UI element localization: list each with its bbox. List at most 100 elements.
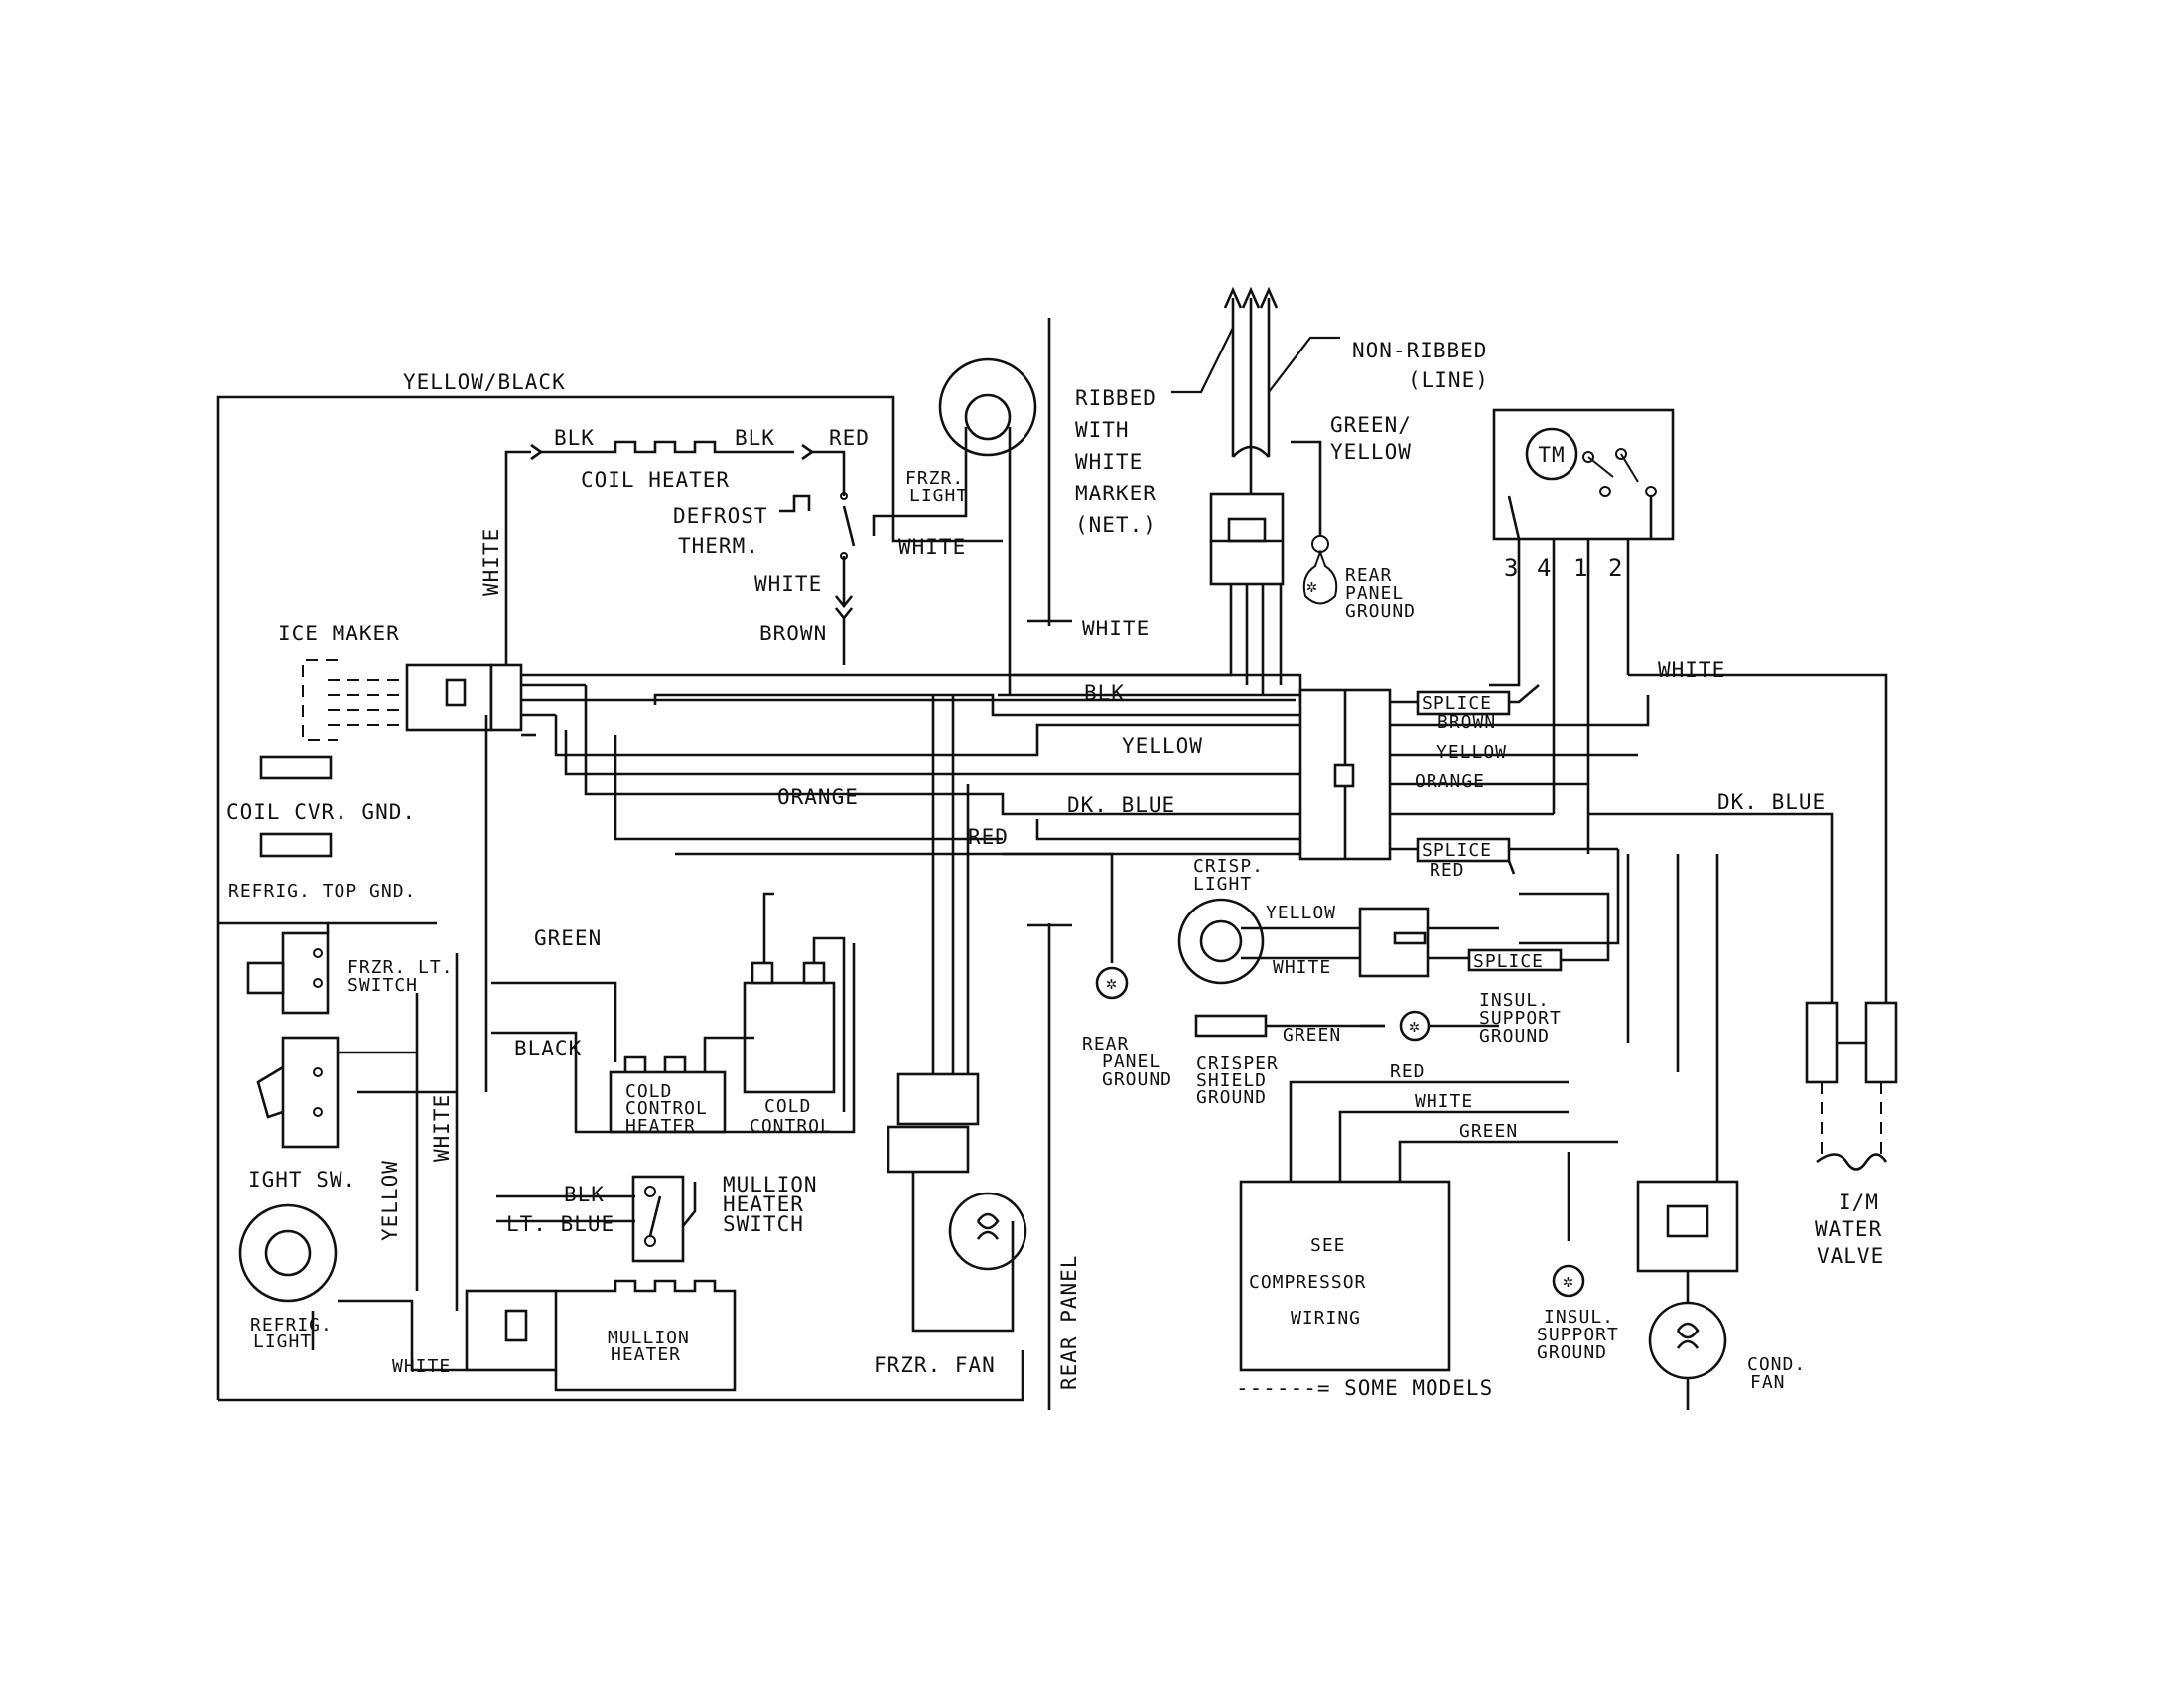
ice-maker — [302, 659, 523, 741]
plug-block — [1013, 440, 1329, 695]
light-switches — [246, 931, 340, 1149]
centre-connector — [1298, 688, 1392, 861]
label-mullion-heater-switch-2: HEATER — [723, 1193, 804, 1216]
refrigerator-light — [238, 1203, 338, 1303]
freezer-fan — [887, 695, 1027, 1333]
label-insul-support-ground-b-3: GROUND — [1537, 1342, 1607, 1363]
label-therm: THERM. — [678, 534, 759, 558]
label-green-top: GREEN — [534, 926, 602, 950]
label-term-2: 2 — [1608, 554, 1623, 582]
label-cold-control-heater-1: COLD — [625, 1081, 672, 1102]
label-non-ribbed-2: (LINE) — [1408, 368, 1489, 392]
label-crisper-shield-ground-2: SHIELD — [1196, 1070, 1267, 1091]
insul-ground-bottom: ✲ — [1552, 1152, 1585, 1298]
label-lt-blue: LT. BLUE — [506, 1212, 614, 1236]
label-mullion-heater-1: MULLION — [608, 1328, 690, 1348]
label-im-water-valve-2: WATER — [1815, 1217, 1882, 1241]
label-yellow-right: YELLOW — [1436, 742, 1507, 763]
freezer-light — [872, 357, 1037, 695]
label-red-mid: RED — [968, 825, 1009, 849]
condenser-fan — [1636, 1180, 1739, 1410]
label-orange-mid: ORANGE — [777, 785, 859, 809]
label-crisper-shield-ground-1: CRISPER — [1196, 1053, 1279, 1074]
label-see-compressor-1: SEE — [1310, 1235, 1346, 1256]
line-cord — [1171, 286, 1340, 496]
label-frzr-fan: FRZR. FAN — [874, 1353, 996, 1377]
outer-frame-wires — [216, 395, 1024, 1402]
label-splice-mid: SPLICE — [1422, 840, 1492, 861]
crisper-ground: ✲ — [1194, 1010, 1499, 1042]
label-cond-fan-1: COND. — [1747, 1354, 1806, 1375]
label-tm: TM — [1538, 443, 1565, 467]
label-white-comp: WHITE — [1415, 1091, 1473, 1112]
label-cold-control-heater-3: HEATER — [625, 1116, 696, 1137]
label-refrig-top-gnd: REFRIG. TOP GND. — [228, 881, 416, 902]
label-coil-heater: COIL HEATER — [581, 468, 730, 491]
label-mullion-heater-switch-3: SWITCH — [723, 1212, 804, 1236]
label-rear-panel: REAR PANEL — [1057, 1255, 1081, 1390]
label-some-models: ------= SOME MODELS — [1236, 1376, 1493, 1400]
label-rear-panel-ground-mid-1: REAR — [1082, 1034, 1129, 1054]
label-see-compressor-3: WIRING — [1291, 1308, 1361, 1329]
label-dk-blue-mid: DK. BLUE — [1067, 793, 1175, 817]
label-green-crisper: GREEN — [1283, 1025, 1341, 1046]
label-cold-control-1: COLD — [764, 1096, 811, 1117]
label-ribbed-1: RIBBED — [1075, 386, 1157, 410]
label-crisp-light-1: CRISP. — [1193, 856, 1264, 877]
label-ribbed-4: MARKER — [1075, 482, 1157, 505]
label-im-water-valve-1: I/M — [1839, 1191, 1879, 1214]
label-white-vertical: WHITE — [479, 528, 503, 596]
label-white-therm: WHITE — [754, 572, 822, 596]
label-white-left-vertical: WHITE — [430, 1094, 454, 1162]
label-cond-fan-2: FAN — [1750, 1372, 1786, 1393]
crisper-light — [1177, 892, 1610, 985]
coil-heater-circuit — [504, 440, 856, 665]
im-water-valve — [1805, 1001, 1898, 1171]
label-rear-panel-ground-mid-2: PANEL — [1102, 1052, 1160, 1072]
label-green-comp: GREEN — [1459, 1121, 1518, 1142]
label-insul-support-ground-2: SUPPORT — [1479, 1008, 1562, 1029]
label-rear-panel-ground-mid-3: GROUND — [1102, 1069, 1172, 1090]
labels: YELLOW/BLACK BLK BLK RED COIL HEATER DEF… — [226, 339, 1884, 1400]
label-frzr-light-1: FRZR. — [905, 468, 964, 489]
label-orange-right: ORANGE — [1415, 772, 1485, 792]
label-yellow-mid: YELLOW — [1122, 734, 1203, 758]
label-cold-control-2: CONTROL — [750, 1116, 832, 1137]
label-frzr-light-2: LIGHT — [909, 486, 968, 506]
label-coil-cvr-gnd: COIL CVR. GND. — [226, 800, 416, 824]
left-vertical-wires — [311, 715, 856, 1372]
ground-star-icon: ✲ — [1563, 1271, 1574, 1292]
label-term-4: 4 — [1537, 554, 1552, 582]
right-splice-wires — [1390, 673, 1888, 1192]
label-crisp-light-2: LIGHT — [1193, 874, 1252, 895]
label-term-1: 1 — [1573, 554, 1588, 582]
label-defrost: DEFROST — [673, 504, 768, 528]
label-frzr-lt-switch-2: SWITCH — [347, 975, 418, 996]
label-insul-support-ground-b-1: INSUL. — [1544, 1307, 1614, 1328]
label-blk-left: BLK — [554, 426, 595, 450]
label-insul-support-ground-b-2: SUPPORT — [1537, 1325, 1619, 1345]
label-dk-blue-right: DK. BLUE — [1717, 790, 1826, 814]
ground-star-icon: ✲ — [1409, 1016, 1421, 1037]
label-yellow-black: YELLOW/BLACK — [403, 370, 566, 394]
rear-panel-ground-top: ✲ — [1302, 549, 1338, 605]
label-rear-panel-ground-top-2: PANEL — [1345, 583, 1404, 604]
label-green-yellow-1: GREEN/ — [1330, 413, 1412, 437]
label-green-yellow-2: YELLOW — [1330, 440, 1412, 464]
label-insul-support-ground-1: INSUL. — [1479, 990, 1550, 1011]
label-blk-mullion: BLK — [564, 1183, 605, 1206]
label-refrig-light-1: REFRIG. — [250, 1315, 333, 1335]
defrost-timer — [1489, 408, 1675, 715]
label-white-frzr: WHITE — [898, 535, 966, 559]
label-red-top: RED — [829, 426, 870, 450]
label-mullion-heater-2: HEATER — [611, 1344, 681, 1365]
label-frzr-lt-switch-1: FRZR. LT. — [347, 957, 454, 978]
label-mullion-heater-switch-1: MULLION — [723, 1173, 818, 1196]
label-rear-panel-ground-top-1: REAR — [1345, 565, 1392, 586]
label-white-net: WHITE — [1082, 617, 1150, 640]
label-ight-sw: IGHT SW. — [248, 1168, 356, 1192]
label-im-water-valve-3: VALVE — [1817, 1244, 1884, 1268]
label-brown: BROWN — [759, 622, 827, 645]
label-blk-mid: BLK — [1084, 681, 1125, 705]
